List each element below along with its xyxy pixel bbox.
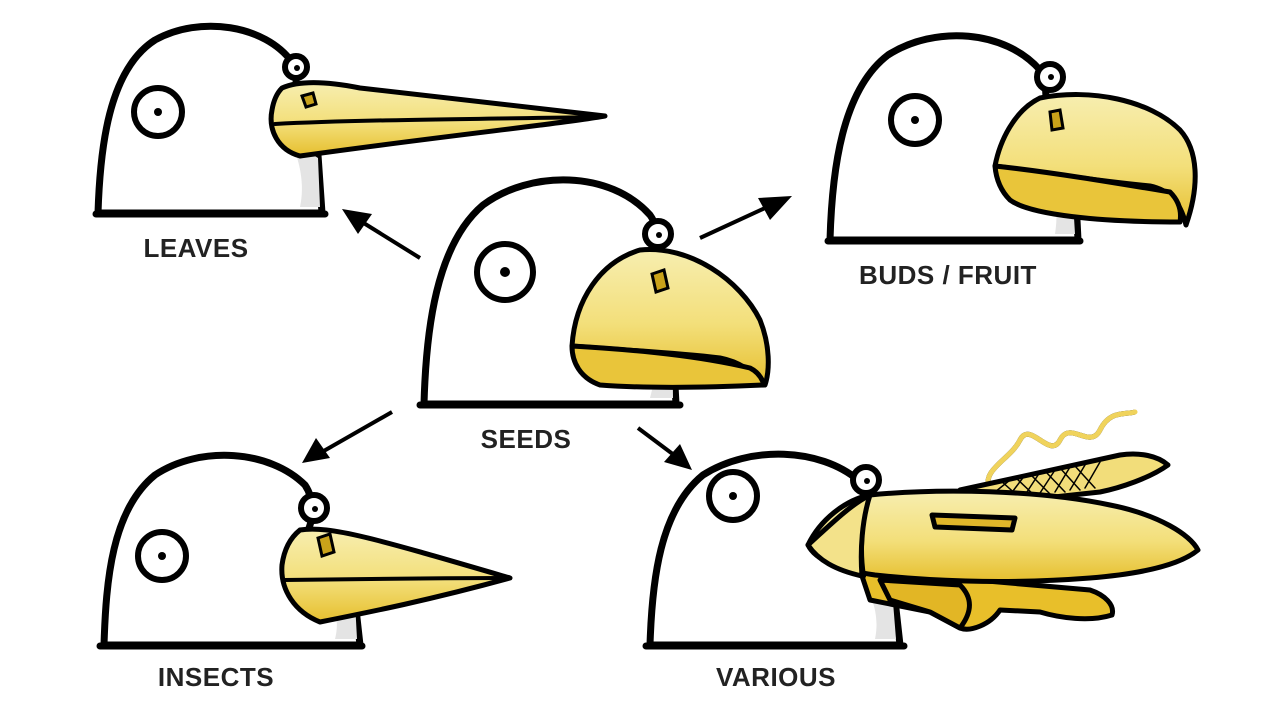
bird-insects (96, 451, 513, 650)
arrow-to-various (636, 426, 692, 470)
bird-seeds (416, 176, 771, 409)
bird-various (642, 409, 1201, 650)
bird-buds-fruit (824, 32, 1198, 245)
label-buds-fruit: BUDS / FRUIT (859, 260, 1037, 290)
arrow-to-buds-fruit (699, 196, 792, 240)
arrow-to-insects (302, 410, 393, 463)
arrow-to-leaves (342, 209, 422, 260)
label-insects: INSECTS (158, 662, 274, 692)
label-leaves: LEAVES (143, 233, 248, 263)
label-seeds: SEEDS (481, 424, 572, 454)
label-various: VARIOUS (716, 662, 836, 692)
bird-leaves (92, 22, 608, 218)
